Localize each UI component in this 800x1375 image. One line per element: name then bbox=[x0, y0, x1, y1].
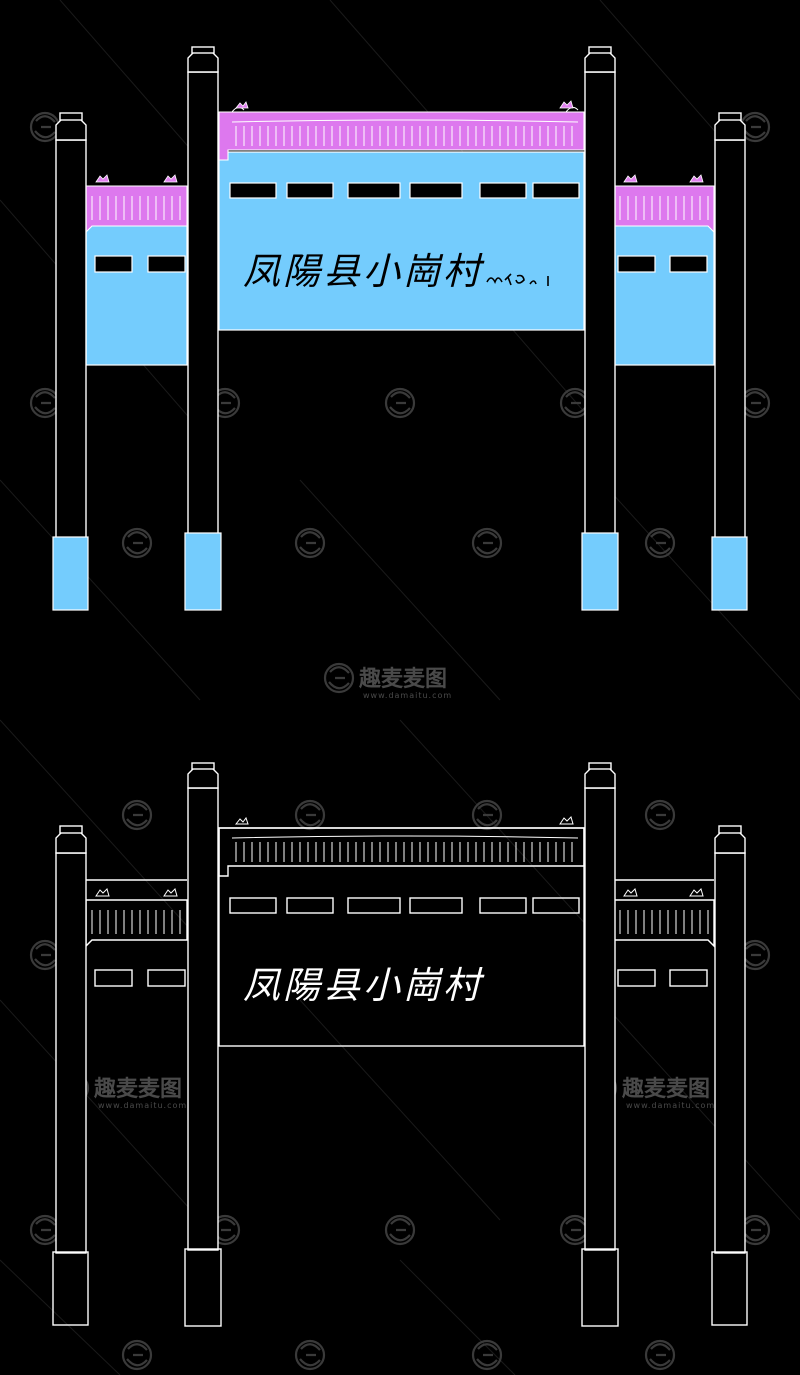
roof-ornament-icon bbox=[559, 816, 574, 825]
pillars-colored bbox=[52, 46, 748, 611]
main-windows-outline bbox=[229, 897, 580, 914]
roof-ornament-icon bbox=[234, 816, 249, 825]
main-panel bbox=[218, 151, 585, 331]
right-roof bbox=[612, 174, 715, 234]
watermark-brand: 趣麦麦图 bbox=[93, 1076, 182, 1102]
right-window bbox=[617, 255, 656, 273]
watermark-url: www.damaitu.com bbox=[626, 1101, 715, 1110]
left-roof-outline bbox=[85, 888, 188, 948]
roof-ornament-icon bbox=[623, 888, 638, 897]
signboard-title: 凤陽县小崗村 bbox=[243, 250, 485, 293]
roof-ornament-icon bbox=[559, 100, 574, 109]
left-window-outline bbox=[147, 969, 186, 987]
roof-ornament-icon bbox=[235, 101, 249, 109]
watermark-url: www.damaitu.com bbox=[98, 1101, 187, 1110]
main-panel-outline bbox=[218, 827, 585, 1047]
watermark-brand: 趣麦麦图 bbox=[358, 666, 447, 692]
main-roof bbox=[218, 100, 585, 161]
left-window bbox=[94, 255, 133, 273]
right-roof-outline bbox=[612, 888, 715, 948]
watermark-url: www.damaitu.com bbox=[363, 691, 452, 700]
right-window-outline bbox=[617, 969, 656, 987]
right-window-outline bbox=[669, 969, 708, 987]
left-side-panel bbox=[85, 204, 188, 366]
colored-view: 凤陽县小崗村 bbox=[52, 46, 748, 611]
left-window-outline bbox=[94, 969, 133, 987]
main-roof-outline bbox=[218, 816, 585, 877]
roof-ornament-icon bbox=[163, 174, 178, 183]
main-windows bbox=[229, 182, 580, 199]
roof-ornament-icon bbox=[623, 174, 638, 183]
roof-ornament-icon bbox=[95, 174, 110, 183]
right-window bbox=[669, 255, 708, 273]
left-window bbox=[147, 255, 186, 273]
left-roof bbox=[85, 174, 188, 234]
outline-view: 凤陽县小崗村 bbox=[52, 762, 748, 1327]
right-side-panel bbox=[612, 204, 715, 366]
roof-ornament-icon bbox=[689, 888, 704, 897]
roof-ornament-icon bbox=[163, 888, 178, 897]
watermark-brand: 趣麦麦图 bbox=[621, 1076, 710, 1102]
roof-ornament-icon bbox=[689, 174, 704, 183]
signboard-title-outline: 凤陽县小崗村 bbox=[243, 964, 485, 1007]
pillars-outline bbox=[52, 762, 748, 1327]
roof-ornament-icon bbox=[95, 888, 110, 897]
signature-mark bbox=[486, 273, 549, 286]
